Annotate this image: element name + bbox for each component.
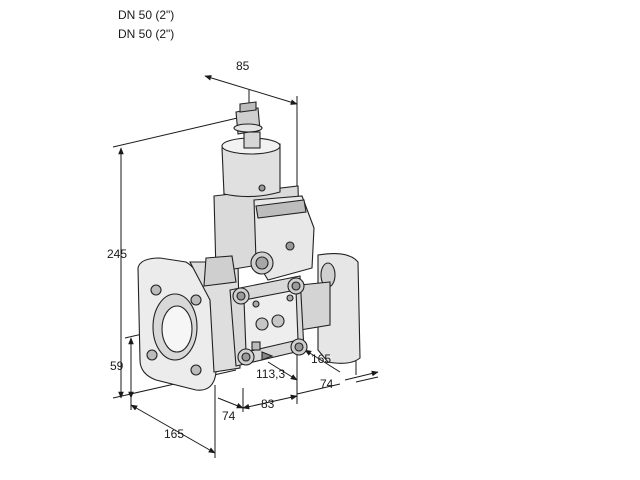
size-label-2: DN 50 (2") xyxy=(118,27,175,41)
dim-body-width: 83 xyxy=(261,397,275,411)
dim-center-offset: 113,3 xyxy=(256,367,285,381)
dim-flange-left: 165 xyxy=(164,427,184,441)
dim-top-depth: 85 xyxy=(236,59,250,73)
size-label-1: DN 50 (2") xyxy=(118,8,175,22)
dim-half-length-right: 74 xyxy=(320,377,334,391)
dim-half-length-left: 74 xyxy=(222,409,236,423)
dim-flange-right: 165 xyxy=(311,352,331,366)
dim-axis-height: 59 xyxy=(110,359,124,373)
valve-illustration xyxy=(137,101,361,391)
dim-height: 245 xyxy=(107,247,127,261)
